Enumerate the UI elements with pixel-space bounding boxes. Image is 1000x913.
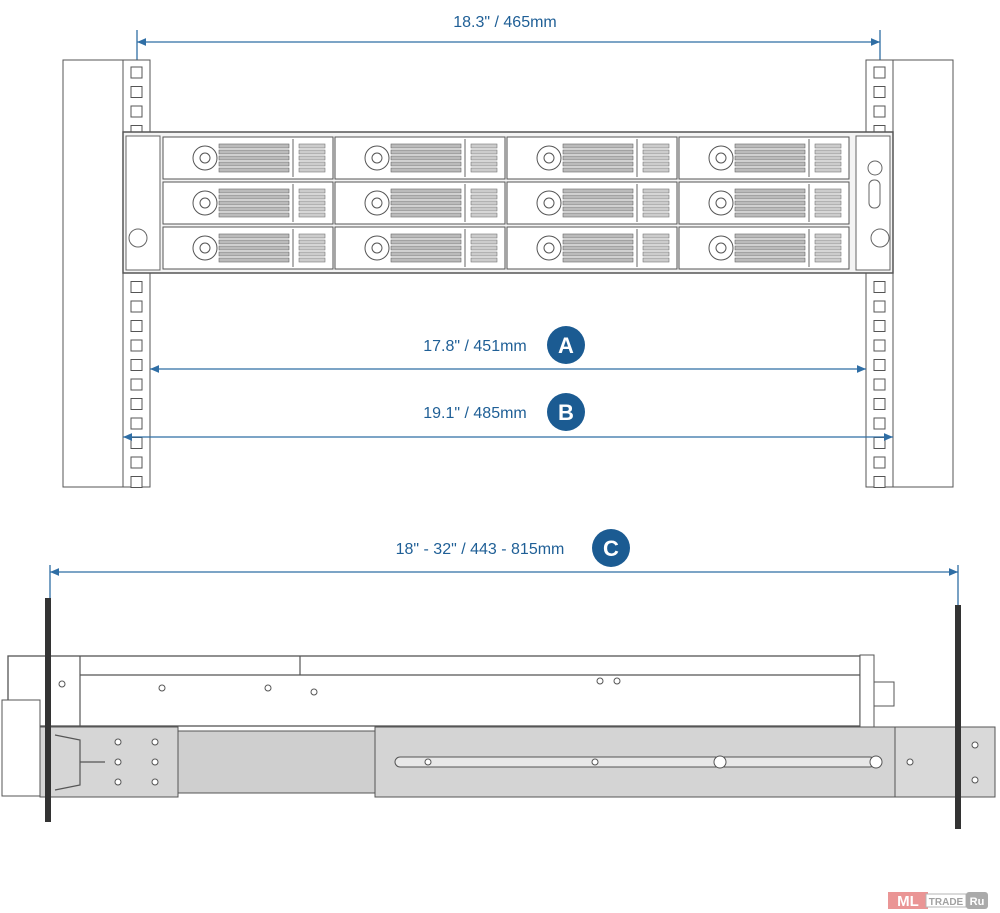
drive-bay[interactable] bbox=[162, 181, 334, 225]
badge-a-letter: A bbox=[558, 333, 574, 358]
dimension-b: 19.1" / 485mm B bbox=[123, 393, 893, 441]
drive-bays bbox=[162, 136, 850, 270]
nas-side-view-with-rails bbox=[1, 598, 996, 829]
rail-hole bbox=[873, 378, 886, 391]
top-width-dimension: 18.3" / 465mm bbox=[136, 14, 881, 75]
rail-hole bbox=[873, 417, 886, 430]
rail-hole bbox=[130, 86, 143, 98]
rail-hole bbox=[873, 359, 886, 371]
drive-bay[interactable] bbox=[506, 136, 678, 180]
drive-bay[interactable] bbox=[678, 226, 850, 270]
badge-c-letter: C bbox=[603, 536, 619, 561]
rail-hole bbox=[873, 320, 886, 332]
rail-hole bbox=[873, 456, 886, 469]
rail-hole bbox=[130, 105, 143, 118]
rail-hole bbox=[873, 437, 886, 449]
rail-hole bbox=[130, 437, 143, 449]
rail-inner-section bbox=[177, 730, 376, 794]
drive-bay[interactable] bbox=[162, 226, 334, 270]
drive-bay[interactable] bbox=[678, 136, 850, 180]
dimension-b-label: 19.1" / 485mm bbox=[423, 405, 527, 422]
rail-holes bbox=[130, 66, 143, 488]
rail-hole bbox=[130, 456, 143, 469]
drive-bay[interactable] bbox=[334, 181, 506, 225]
rail-hole bbox=[130, 66, 143, 79]
led-indicator bbox=[868, 179, 881, 209]
rail-holes bbox=[873, 66, 886, 488]
drive-bay[interactable] bbox=[334, 136, 506, 180]
rail-hole bbox=[130, 398, 143, 410]
ear-screw-icon bbox=[870, 228, 890, 248]
watermark-suffix: Ru bbox=[970, 896, 985, 908]
dimension-c-label: 18" - 32" / 443 - 815mm bbox=[396, 541, 565, 558]
badge-a bbox=[547, 326, 585, 364]
rail-hole bbox=[873, 105, 886, 118]
rail-hole bbox=[873, 476, 886, 488]
ear-screw-icon bbox=[128, 228, 148, 248]
drive-bay[interactable] bbox=[334, 226, 506, 270]
rail-hole bbox=[873, 86, 886, 98]
drive-bay[interactable] bbox=[506, 226, 678, 270]
front-rack-post-line bbox=[45, 598, 51, 822]
rail-hole bbox=[873, 339, 886, 352]
rail-hole bbox=[130, 339, 143, 352]
power-button-icon bbox=[867, 160, 883, 176]
dimension-a-label: 17.8" / 451mm bbox=[423, 338, 527, 355]
drive-bay[interactable] bbox=[678, 181, 850, 225]
watermark-brand: ML bbox=[897, 893, 919, 910]
mltrade-watermark-logo: ML TRADE Ru bbox=[888, 892, 988, 910]
badge-b bbox=[547, 393, 585, 431]
rail-hole bbox=[130, 281, 143, 293]
rail-hole bbox=[873, 398, 886, 410]
rail-hole bbox=[873, 281, 886, 293]
rail-hole bbox=[130, 417, 143, 430]
badge-b-letter: B bbox=[558, 400, 574, 425]
rail-hole bbox=[873, 66, 886, 79]
drive-bay[interactable] bbox=[162, 136, 334, 180]
badge-c bbox=[592, 529, 630, 567]
dimension-a: 17.8" / 451mm A bbox=[150, 326, 866, 373]
nas-front-view bbox=[122, 131, 894, 274]
drive-bay[interactable] bbox=[506, 181, 678, 225]
top-width-label: 18.3" / 465mm bbox=[453, 14, 557, 31]
rail-hole bbox=[873, 300, 886, 313]
rail-hole bbox=[130, 320, 143, 332]
rail-hole bbox=[130, 476, 143, 488]
watermark-text: TRADE bbox=[929, 897, 964, 908]
rail-hole bbox=[130, 300, 143, 313]
rail-hole bbox=[130, 359, 143, 371]
rail-hole bbox=[130, 378, 143, 391]
rear-rack-post-line bbox=[955, 605, 961, 829]
dimension-c: 18" - 32" / 443 - 815mm C bbox=[49, 529, 959, 605]
